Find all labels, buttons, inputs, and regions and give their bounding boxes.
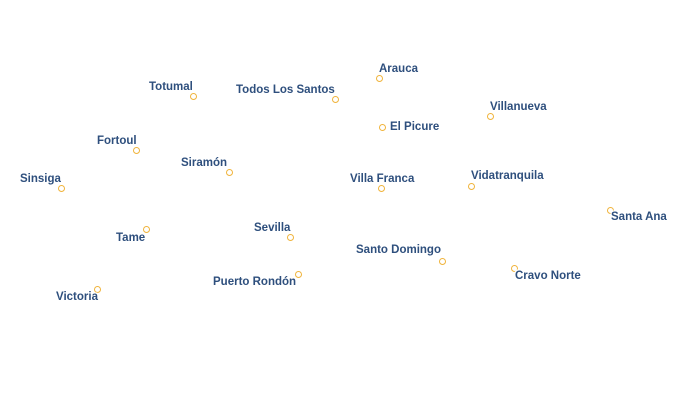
place-marker bbox=[142, 225, 150, 233]
place-label: Cravo Norte bbox=[515, 270, 581, 282]
place-marker bbox=[93, 285, 101, 293]
place-marker bbox=[467, 182, 475, 190]
place-label: Villa Franca bbox=[350, 173, 415, 185]
place-marker bbox=[378, 123, 386, 131]
place-marker bbox=[377, 184, 385, 192]
place-marker bbox=[57, 184, 65, 192]
place-marker bbox=[225, 168, 233, 176]
place-label: Sinsiga bbox=[20, 173, 61, 185]
place-marker bbox=[189, 92, 197, 100]
place-marker bbox=[438, 257, 446, 265]
place-label: Sevilla bbox=[254, 222, 291, 234]
place-marker bbox=[286, 233, 294, 241]
place-marker bbox=[486, 112, 494, 120]
place-label: Arauca bbox=[379, 63, 418, 75]
place-label: Fortoul bbox=[97, 135, 137, 147]
place-marker bbox=[132, 146, 140, 154]
place-label: Siramón bbox=[181, 157, 228, 169]
place-marker bbox=[606, 206, 614, 214]
place-label: Victoria bbox=[56, 291, 98, 303]
place-label: Totumal bbox=[149, 81, 193, 93]
place-label: Puerto Rondón bbox=[213, 276, 297, 288]
place-label: Todos Los Santos bbox=[236, 84, 335, 96]
place-marker bbox=[294, 270, 302, 278]
place-marker bbox=[510, 264, 518, 272]
place-marker bbox=[375, 74, 383, 82]
place-marker bbox=[331, 95, 339, 103]
place-label: El Picure bbox=[390, 121, 440, 133]
place-label: Santa Ana bbox=[611, 211, 667, 223]
place-label: Tame bbox=[116, 232, 146, 244]
place-label: Villanueva bbox=[490, 101, 547, 113]
place-label: Vidatranquila bbox=[471, 170, 544, 182]
place-label: Santo Domingo bbox=[356, 244, 441, 256]
